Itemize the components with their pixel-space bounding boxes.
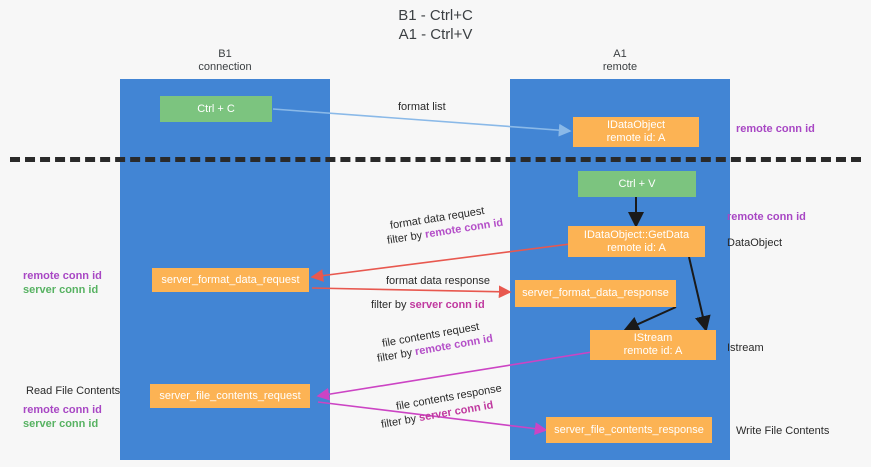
filter-prefix: filter by <box>380 412 421 431</box>
lane-header-a1: A1 remote <box>602 48 638 73</box>
right-label-istream: Istream <box>727 342 764 354</box>
filter-value-server-conn-id: server conn id <box>409 299 485 311</box>
right-label-write-file-contents: Write File Contents <box>736 425 830 437</box>
filter-prefix: filter by <box>371 299 410 311</box>
right-label-dataobject: DataObject <box>727 237 783 249</box>
node-istream[interactable]: IStream remote id: A <box>590 330 716 360</box>
edge-label-format-list: format list <box>398 101 446 113</box>
node-ctrl-v[interactable]: Ctrl + V <box>578 171 696 197</box>
right-label-remote-conn-id-mid: remote conn id <box>727 211 806 223</box>
node-server-file-contents-response[interactable]: server_file_contents_response <box>546 417 712 443</box>
edge-label-format-data-response-filter: filter by server conn id <box>371 298 485 313</box>
left-label-remote-conn-id-mid: remote conn id <box>23 270 102 282</box>
phase-divider <box>10 157 861 162</box>
node-server-format-data-request[interactable]: server_format_data_request <box>152 268 309 292</box>
left-label-server-conn-id-bottom: server conn id <box>23 418 99 430</box>
left-label-read-file-contents: Read File Contents <box>26 385 121 397</box>
page-title: B1 - Ctrl+C A1 - Ctrl+V <box>398 7 473 43</box>
node-server-format-data-response[interactable]: server_format_data_response <box>515 280 676 307</box>
left-label-server-conn-id-mid: server conn id <box>23 284 99 296</box>
right-label-remote-conn-id-top: remote conn id <box>736 123 815 135</box>
lane-header-b1: B1 connection <box>198 48 252 73</box>
edge-label-format-data-response: format data response <box>386 275 490 287</box>
node-ctrl-c[interactable]: Ctrl + C <box>160 96 272 122</box>
node-idataobject-getdata[interactable]: IDataObject::GetData remote id: A <box>568 226 705 257</box>
node-idataobject[interactable]: IDataObject remote id: A <box>573 117 699 147</box>
left-label-remote-conn-id-bottom: remote conn id <box>23 404 102 416</box>
node-server-file-contents-request[interactable]: server_file_contents_request <box>150 384 310 408</box>
